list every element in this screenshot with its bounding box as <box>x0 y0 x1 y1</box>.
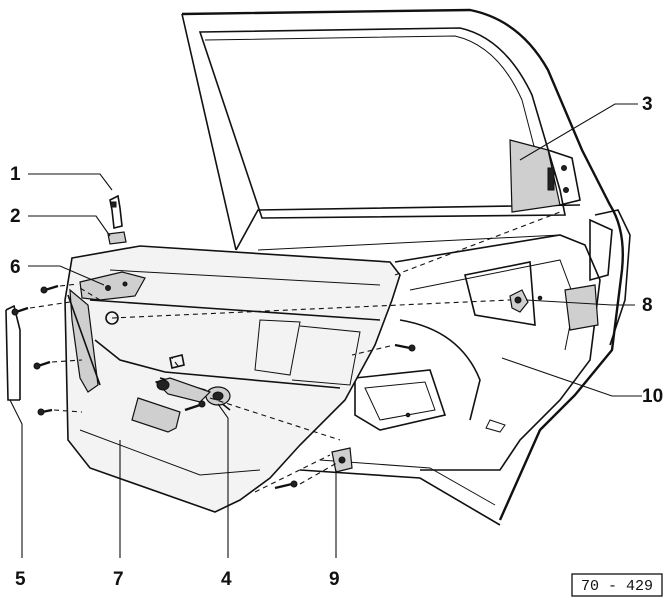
callout-labels: 1 2 3 4 5 6 7 8 9 10 <box>10 94 663 590</box>
callout-4: 4 <box>221 569 232 590</box>
callout-2: 2 <box>10 206 21 227</box>
mirror-mount-bracket <box>509 139 581 213</box>
callout-10: 10 <box>642 386 663 407</box>
callout-3: 3 <box>642 94 653 115</box>
trim-strip <box>5 288 101 401</box>
door-shell <box>181 8 631 526</box>
leader-lines <box>9 103 642 558</box>
pull-handle <box>79 271 146 301</box>
clip-cover <box>107 231 127 245</box>
callout-5: 5 <box>15 569 26 590</box>
callout-7: 7 <box>113 569 124 590</box>
callout-6: 6 <box>10 257 21 278</box>
callout-8: 8 <box>642 295 653 316</box>
screws <box>11 284 416 490</box>
trim-retainer-clip <box>509 289 529 313</box>
figure-reference-box: 70 - 429 <box>571 573 663 597</box>
door-trim-panel <box>64 245 401 513</box>
callout-1: 1 <box>10 164 21 185</box>
callout-9: 9 <box>329 569 340 590</box>
assembly-lines <box>29 211 561 493</box>
window-crank <box>131 377 231 433</box>
fastening-clip <box>109 194 123 229</box>
figure-reference-code: 70 - 429 <box>581 578 653 595</box>
door-cutout <box>464 261 536 326</box>
